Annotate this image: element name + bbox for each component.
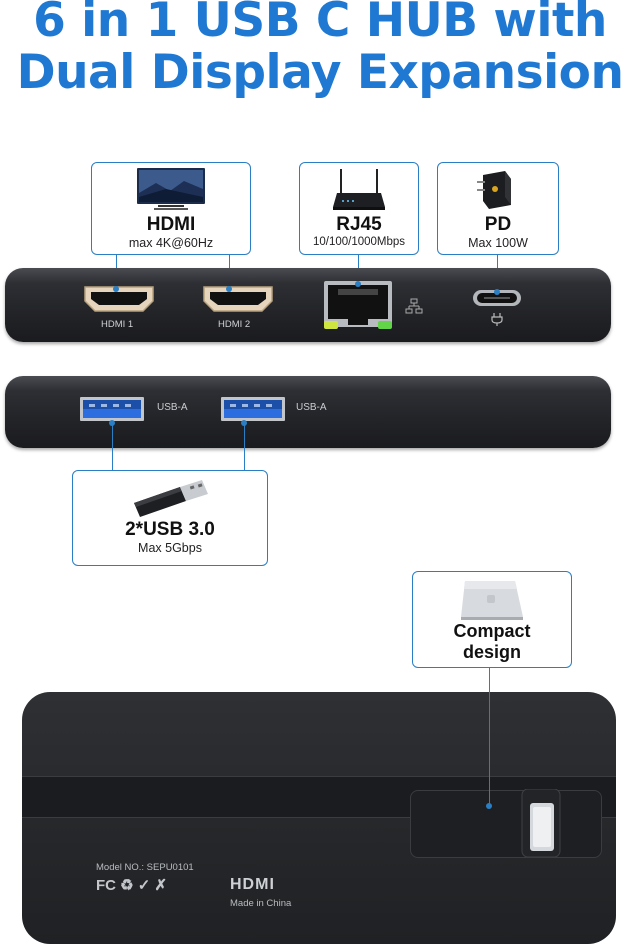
hdmi-port-2-label: HDMI 2 bbox=[218, 319, 251, 330]
usb-c-pd-port bbox=[473, 290, 521, 306]
made-in-label: Made in China bbox=[230, 898, 292, 909]
certification-marks: FC ♻ ✓ ✗ bbox=[96, 877, 168, 894]
usb-stick-icon bbox=[134, 480, 208, 517]
usb-callout: 2*USB 3.0 Max 5Gbps bbox=[72, 470, 268, 566]
connector-line-usb1 bbox=[112, 423, 113, 471]
headline-line-2: Dual Display Expansion bbox=[16, 45, 624, 100]
hdmi-callout-label: HDMI bbox=[146, 214, 196, 235]
connector-dot-compact bbox=[486, 803, 492, 809]
headline-line-1: 6 in 1 USB C HUB with bbox=[33, 0, 607, 48]
compact-callout-label-2: design bbox=[462, 642, 521, 662]
rj45-port bbox=[324, 281, 392, 329]
hdmi-callout: HDMI max 4K@60Hz bbox=[91, 162, 251, 255]
usb-c-plug bbox=[521, 789, 561, 857]
power-plug-icon bbox=[491, 313, 503, 326]
rj45-callout: RJ45 10/100/1000Mbps bbox=[299, 162, 419, 255]
usb-a-port-1-label: USB-A bbox=[157, 402, 188, 413]
hub-side-view-top: HDMI 1 HDMI 2 bbox=[5, 268, 611, 342]
hdmi-port-2 bbox=[203, 286, 273, 312]
connector-dot-rj45 bbox=[355, 281, 361, 287]
laptop-icon bbox=[461, 581, 523, 620]
monitor-icon bbox=[137, 168, 205, 210]
hdmi-port-1-label: HDMI 1 bbox=[101, 319, 134, 330]
charger-icon bbox=[477, 171, 511, 209]
connector-line-usb2 bbox=[244, 423, 245, 471]
usb-callout-label: 2*USB 3.0 bbox=[125, 519, 215, 540]
rj45-callout-label: RJ45 bbox=[336, 214, 382, 235]
hub-top-view: Model NO.: SEPU0101 FC ♻ ✓ ✗ HDMI Made i… bbox=[22, 692, 616, 944]
pd-callout: PD Max 100W bbox=[437, 162, 559, 255]
connector-dot-hdmi2 bbox=[226, 286, 232, 292]
hub-side-view-bottom: USB-A USB-A bbox=[5, 376, 611, 448]
connector-dot-hdmi1 bbox=[113, 286, 119, 292]
hdmi-callout-sub: max 4K@60Hz bbox=[128, 236, 214, 250]
compact-design-callout: Compact design bbox=[412, 571, 572, 668]
hdmi-logo: HDMI bbox=[230, 876, 275, 893]
pd-callout-sub: Max 100W bbox=[468, 236, 528, 250]
router-icon bbox=[333, 169, 385, 210]
pd-callout-label: PD bbox=[484, 214, 512, 235]
compact-callout-label-1: Compact bbox=[453, 621, 531, 641]
usb-a-port-2-label: USB-A bbox=[296, 402, 327, 413]
connector-dot-pd bbox=[494, 289, 500, 295]
cable-housing bbox=[410, 790, 602, 858]
rj45-callout-sub: 10/100/1000Mbps bbox=[312, 236, 406, 248]
usb-a-port-2 bbox=[221, 397, 285, 421]
model-number: Model NO.: SEPU0101 bbox=[96, 862, 194, 873]
usb-callout-sub: Max 5Gbps bbox=[138, 541, 202, 555]
lan-symbol-icon bbox=[405, 298, 423, 314]
hdmi-port-1 bbox=[84, 286, 154, 312]
connector-line-compact bbox=[489, 668, 490, 806]
usb-a-port-1 bbox=[80, 397, 144, 421]
